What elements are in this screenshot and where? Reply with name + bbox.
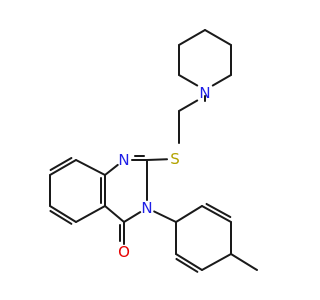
bond-c4-n3 — [123, 211, 142, 223]
bond-t4-tme — [230, 253, 258, 271]
bond-n3-t1 — [153, 210, 177, 223]
atom-label-piperidine-n: N — [199, 84, 210, 102]
bond-double-t5-t6 — [205, 202, 232, 219]
bond-s-c2 — [146, 158, 169, 161]
bond-c4a-c4 — [104, 205, 125, 223]
bond-t6-t1 — [175, 205, 203, 223]
bond-c5-c4a — [75, 205, 106, 223]
bond-ch1-ch2 — [178, 99, 199, 112]
bond-double-t2-t3 — [175, 257, 199, 273]
bond-c8a-c8 — [75, 159, 106, 176]
bond-c6-c5 — [49, 205, 77, 223]
atom-label-ring-n1: N — [118, 151, 129, 169]
atom-label-ring-n3: N — [141, 199, 152, 217]
bond-t3-t4 — [201, 253, 232, 271]
bond-pip4-pip5 — [211, 74, 232, 87]
atom-label-carbonyl-o: O — [118, 243, 130, 261]
bond-double-c8-c7 — [49, 157, 73, 172]
molecule-structure: N S N N O — [49, 29, 258, 273]
bond-pip2-pip3 — [204, 29, 232, 46]
bond-t5-t6 — [201, 205, 232, 223]
bond-pip5-pip6 — [178, 74, 199, 87]
bond-c8-c7 — [49, 159, 77, 176]
atom-label-sulfur: S — [170, 150, 180, 168]
bond-double-c6-c5 — [49, 209, 73, 225]
bond-pip1-pip2 — [178, 29, 206, 46]
bond-lines — [49, 29, 258, 273]
bond-t2-t3 — [175, 253, 203, 271]
bond-n1-c8a — [104, 163, 119, 176]
